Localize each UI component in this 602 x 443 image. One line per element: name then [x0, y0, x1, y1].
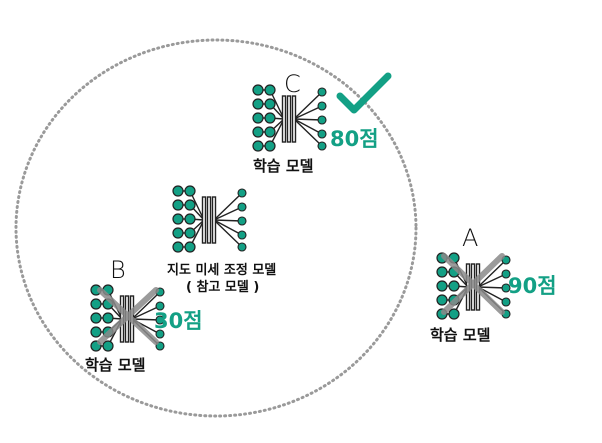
- network-node: [237, 242, 247, 252]
- network-edge: [213, 219, 243, 248]
- model-b-letter: B: [110, 256, 126, 284]
- network-edge: [213, 192, 243, 221]
- network-node: [317, 115, 327, 125]
- reference-caption: 지도 미세 조정 모델: [167, 263, 277, 278]
- network-node: [172, 185, 184, 197]
- model-c-score: 80점: [330, 127, 379, 151]
- reference-circle: [14, 38, 418, 418]
- cross-icon: [441, 253, 505, 315]
- network-node: [252, 112, 264, 124]
- network-layer-bar: [201, 196, 207, 244]
- network-node: [184, 241, 196, 253]
- network-node: [237, 202, 247, 212]
- network-node: [436, 266, 448, 278]
- network-node: [184, 213, 196, 225]
- network-node: [102, 312, 114, 324]
- network-node: [172, 213, 184, 225]
- network-node: [90, 298, 102, 310]
- network-node: [155, 315, 165, 325]
- network-node: [90, 312, 102, 324]
- model-b-score: 30점: [154, 309, 203, 333]
- network-node: [237, 216, 247, 226]
- model-a-score: 90점: [508, 274, 557, 298]
- model-b-caption: 학습 모델: [85, 356, 146, 374]
- network-node: [501, 269, 511, 279]
- network-node: [501, 297, 511, 307]
- network-edge: [213, 219, 243, 222]
- network-node: [264, 98, 276, 110]
- network-edge: [477, 259, 507, 288]
- network-node: [317, 129, 327, 139]
- network-layer-bar: [206, 196, 212, 244]
- network-node: [184, 227, 196, 239]
- network-edge: [131, 318, 161, 321]
- network-node: [252, 126, 264, 138]
- network-node: [237, 188, 247, 198]
- network-node: [317, 87, 327, 97]
- network-node: [264, 126, 276, 138]
- model-c-caption: 학습 모델: [253, 157, 314, 175]
- network-node: [317, 101, 327, 111]
- network-node: [237, 230, 247, 240]
- network-node: [90, 326, 102, 338]
- network-edge: [213, 206, 243, 221]
- network-edge: [131, 291, 161, 320]
- network-edge: [213, 219, 243, 236]
- network-edge: [477, 286, 507, 289]
- network-node: [436, 280, 448, 292]
- model-a-letter: A: [462, 224, 479, 252]
- cross-icon: [97, 287, 159, 345]
- network-node: [252, 98, 264, 110]
- network-node: [264, 84, 276, 96]
- network-edge: [293, 105, 323, 120]
- network-node: [252, 84, 264, 96]
- network-node: [155, 301, 165, 311]
- network-icon-c: [252, 84, 327, 152]
- network-node: [172, 227, 184, 239]
- network-edge: [293, 118, 323, 135]
- network-icon-reference: [172, 185, 247, 253]
- network-layer-bar: [281, 95, 287, 143]
- network-node: [317, 141, 327, 151]
- network-edge: [477, 273, 507, 288]
- model-c-letter: C: [284, 70, 301, 98]
- network-edge: [293, 118, 323, 121]
- network-node: [436, 294, 448, 306]
- network-node: [172, 241, 184, 253]
- network-node: [264, 112, 276, 124]
- network-node: [184, 199, 196, 211]
- network-node: [184, 185, 196, 197]
- network-node: [448, 280, 460, 292]
- network-node: [264, 140, 276, 152]
- network-layer-bar: [286, 95, 292, 143]
- network-node: [501, 283, 511, 293]
- network-node: [448, 308, 460, 320]
- model-a-caption: 학습 모델: [430, 326, 491, 344]
- network-node: [252, 140, 264, 152]
- network-node: [155, 329, 165, 339]
- reference-subcaption: ( 참고 모델 ): [186, 280, 260, 295]
- network-edge: [131, 305, 161, 320]
- network-edge: [293, 91, 323, 120]
- network-layer-bar: [211, 196, 217, 244]
- network-node: [102, 340, 114, 352]
- network-layer-bar: [291, 95, 297, 143]
- check-icon: [336, 72, 392, 114]
- network-node: [172, 199, 184, 211]
- network-edge: [293, 118, 323, 147]
